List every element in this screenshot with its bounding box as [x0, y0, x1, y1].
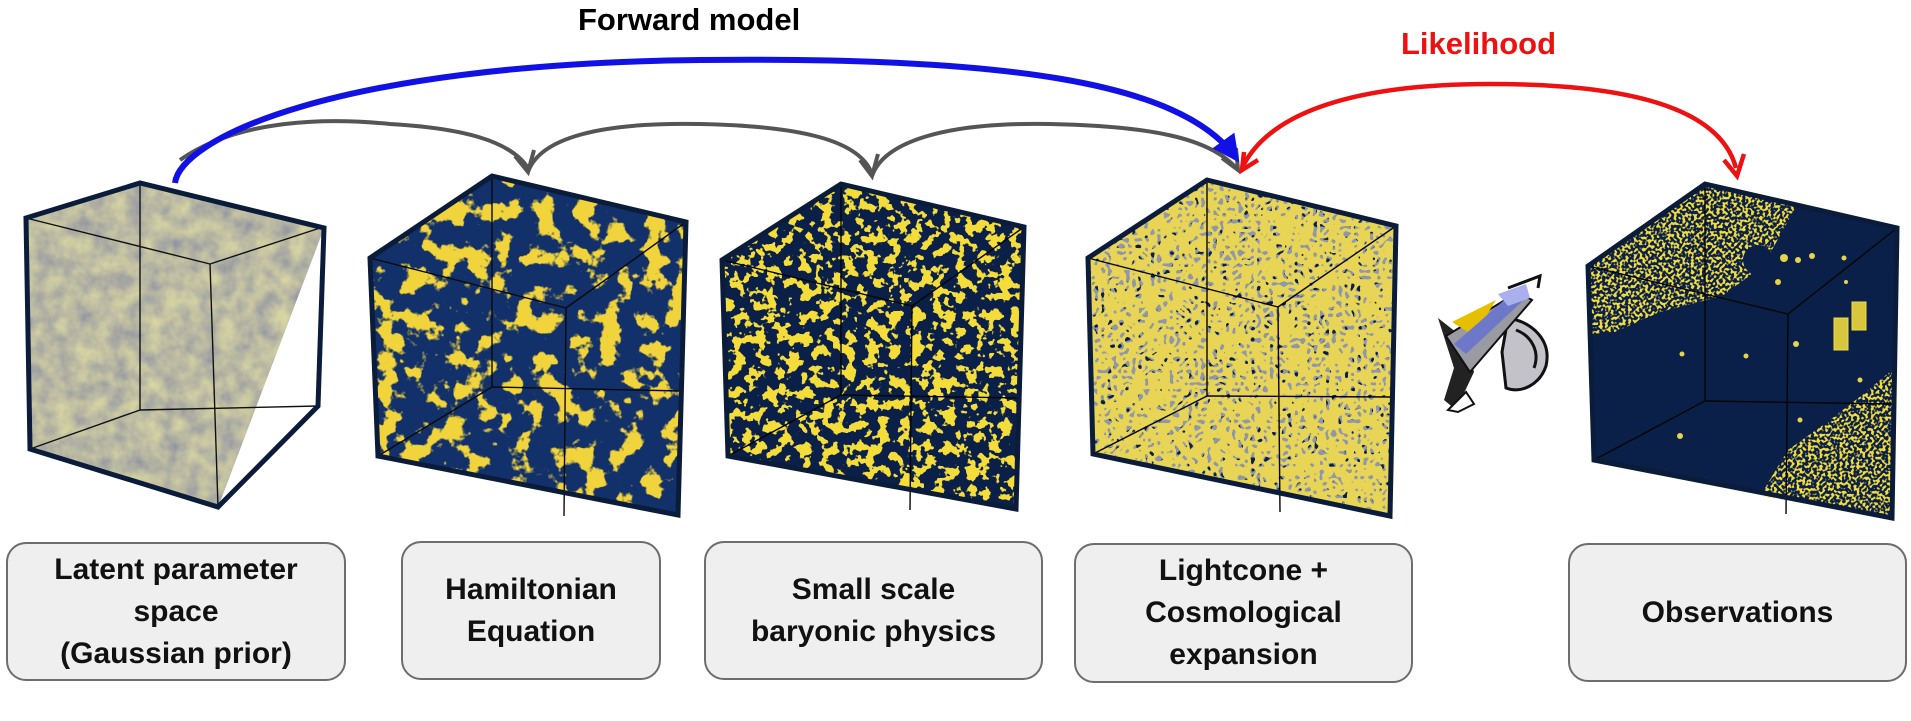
- stage-box-latent: Latent parameter space (Gaussian prior): [6, 542, 346, 681]
- step-arrow-2: [526, 121, 880, 181]
- stage-label: Hamiltonian Equation: [445, 572, 617, 648]
- stage-label: Observations: [1641, 595, 1834, 629]
- likelihood-title: Likelihood: [1401, 26, 1556, 61]
- stage-box-baryonic: Small scale baryonic physics: [704, 541, 1043, 680]
- stage-label: Latent parameter space (Gaussian prior): [54, 552, 298, 670]
- cube-latent-space: [23, 180, 327, 510]
- stage-box-lightcone: Lightcone + Cosmological expansion: [1074, 543, 1413, 683]
- cube-lightcone: [1085, 177, 1399, 520]
- step-arrow-3: [870, 121, 1241, 177]
- cube-hamiltonian: [367, 173, 689, 519]
- stage-box-observations: Observations: [1568, 543, 1907, 682]
- forward-model-arrow: [172, 56, 1240, 184]
- likelihood-arrow: [1239, 81, 1747, 181]
- forward-model-title: Forward model: [578, 2, 801, 37]
- stage-label: Lightcone + Cosmological expansion: [1145, 554, 1342, 671]
- stage-label: Small scale baryonic physics: [750, 572, 997, 648]
- stage-box-hamiltonian: Hamiltonian Equation: [401, 541, 661, 680]
- cube-observations: [1585, 181, 1900, 522]
- cube-baryonic-physics: [719, 181, 1027, 512]
- telescope-icon: [1438, 273, 1549, 414]
